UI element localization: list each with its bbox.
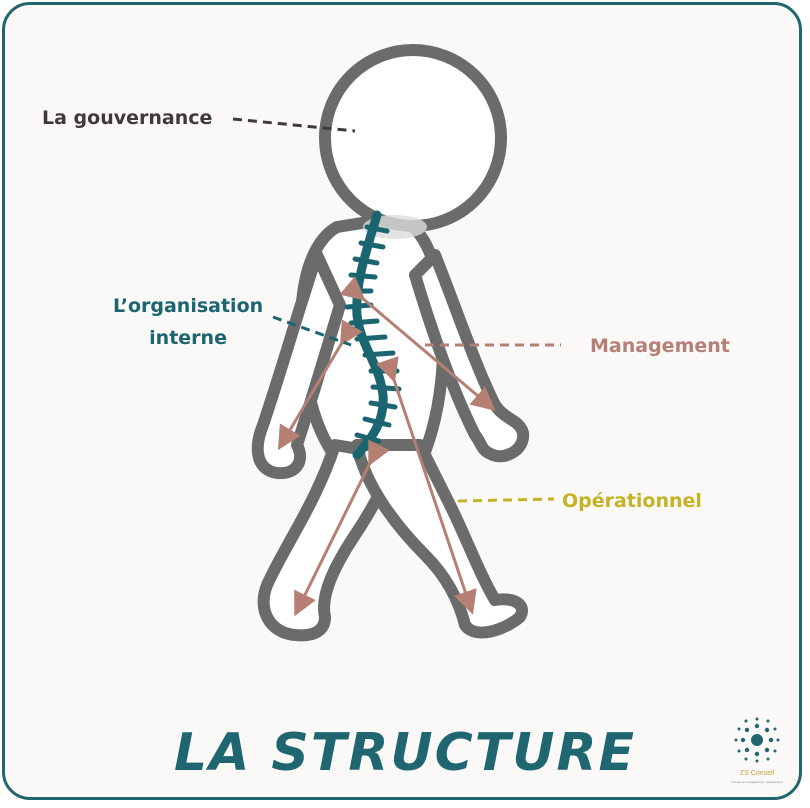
leader-operational bbox=[457, 497, 555, 503]
label-organisation: L’organisation interne bbox=[113, 290, 263, 354]
label-operational: Opérationnel bbox=[562, 490, 702, 512]
arrow-front-foot bbox=[375, 356, 477, 615]
zs-conseil-logo-icon bbox=[734, 717, 780, 763]
label-management: Management bbox=[590, 335, 730, 357]
label-organisation-line2: interne bbox=[149, 327, 227, 349]
leader-governance bbox=[232, 117, 356, 133]
diagram-frame: La gouvernance L’organisation interne Ma… bbox=[2, 2, 802, 800]
front-leg bbox=[351, 439, 528, 639]
label-governance: La gouvernance bbox=[42, 107, 213, 129]
arrow-back-hand bbox=[277, 319, 363, 451]
label-organisation-line1: L’organisation bbox=[113, 295, 264, 317]
figure-illustration bbox=[232, 44, 780, 763]
walking-figure bbox=[251, 44, 530, 642]
management-arrows bbox=[277, 276, 496, 617]
head bbox=[319, 44, 507, 232]
logo-tagline: conseil en management • opérationnel bbox=[731, 780, 783, 784]
logo-name: ZS Conseil bbox=[739, 770, 775, 777]
arrow-back-foot bbox=[294, 439, 390, 617]
diagram-title: LA STRUCTURE bbox=[173, 723, 637, 783]
